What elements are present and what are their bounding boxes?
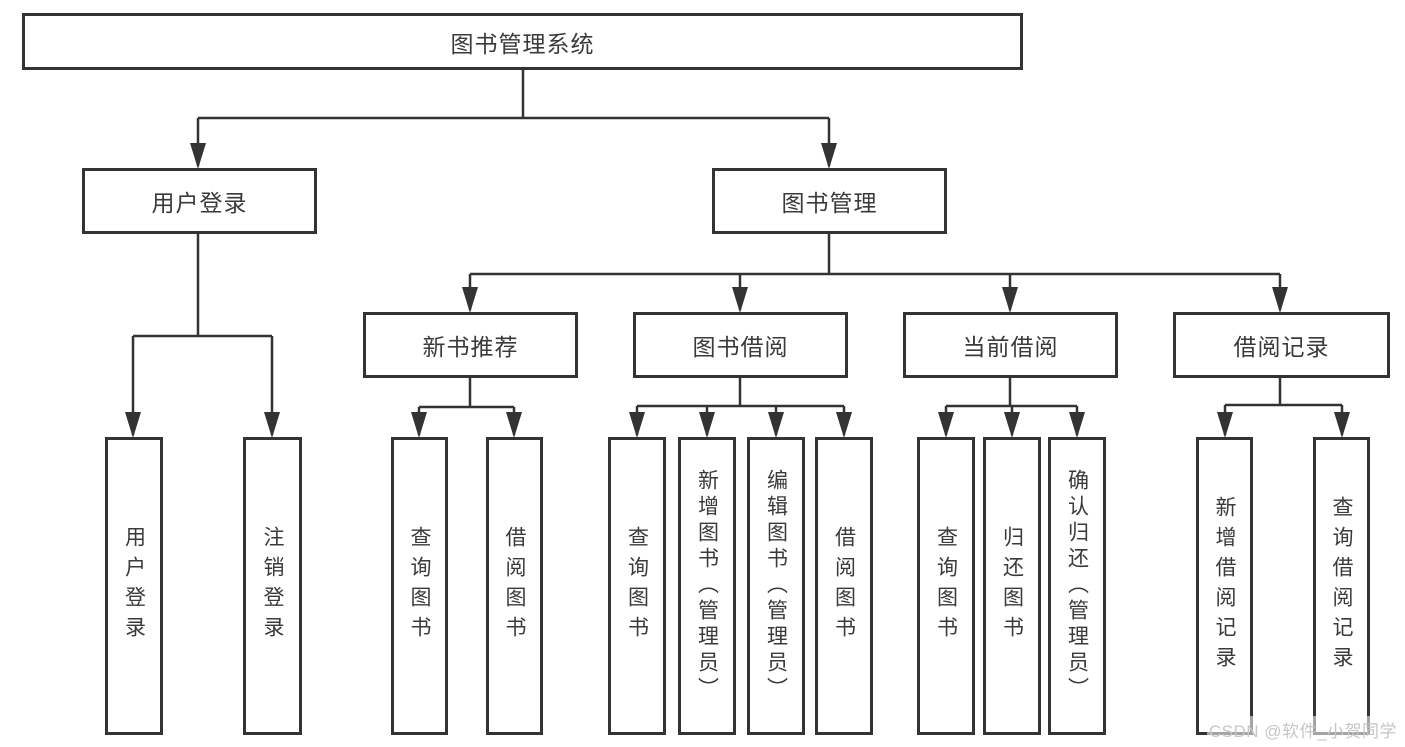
node-current-borrow: 当前借阅	[903, 312, 1118, 378]
node-label: 当前借阅	[962, 334, 1059, 360]
leaf-borrow-book: 借阅图书	[815, 437, 873, 735]
leaf-label: 查询图书	[408, 526, 431, 646]
leaf-add-book-admin: 新增图书（管理员）	[678, 437, 736, 735]
leaf-label: 查询图书	[934, 526, 958, 646]
leaf-logout-login: 注销登录	[243, 437, 302, 735]
node-borrow-record: 借阅记录	[1173, 312, 1390, 378]
leaf-query-book-borrow: 查询图书	[608, 437, 666, 735]
leaf-borrow-book-recommend: 借阅图书	[486, 437, 543, 735]
leaf-label: 新增图书（管理员）	[695, 469, 719, 703]
leaf-return-book: 归还图书	[983, 437, 1041, 735]
leaf-query-borrow-record: 查询借阅记录	[1313, 437, 1370, 735]
leaf-add-borrow-record: 新增借阅记录	[1196, 437, 1253, 735]
node-library-management-system: 图书管理系统	[22, 13, 1023, 70]
watermark-text: CSDN @软件_小贺同学	[1206, 716, 1399, 743]
arrowheads	[125, 143, 1350, 438]
leaf-label: 注销登录	[261, 526, 284, 646]
connector-paths	[131, 69, 1344, 435]
leaf-label: 编辑图书（管理员）	[764, 469, 788, 703]
node-new-book-recommend: 新书推荐	[363, 312, 578, 378]
node-user-login: 用户登录	[82, 168, 317, 234]
leaf-label: 借阅图书	[832, 526, 856, 646]
leaf-edit-book-admin: 编辑图书（管理员）	[747, 437, 805, 735]
node-label: 图书管理系统	[450, 30, 595, 57]
leaf-user-login: 用户登录	[105, 437, 163, 735]
leaf-query-book-current: 查询图书	[917, 437, 975, 735]
leaf-label: 确认归还（管理员）	[1065, 469, 1089, 703]
leaf-label: 查询图书	[625, 526, 649, 646]
leaf-label: 归还图书	[1000, 526, 1024, 646]
leaf-label: 查询借阅记录	[1330, 496, 1353, 676]
leaf-label: 借阅图书	[503, 526, 526, 646]
leaf-label: 新增借阅记录	[1213, 496, 1236, 676]
node-label: 借阅记录	[1233, 334, 1330, 360]
node-book-management: 图书管理	[712, 168, 947, 234]
leaf-confirm-return-admin: 确认归还（管理员）	[1048, 437, 1106, 735]
node-label: 图书借阅	[692, 334, 789, 360]
node-label: 图书管理	[781, 190, 878, 216]
node-label: 用户登录	[151, 190, 248, 216]
leaf-query-book-recommend: 查询图书	[391, 437, 448, 735]
node-book-borrow: 图书借阅	[633, 312, 848, 378]
leaf-label: 用户登录	[122, 526, 146, 646]
node-label: 新书推荐	[422, 334, 519, 360]
